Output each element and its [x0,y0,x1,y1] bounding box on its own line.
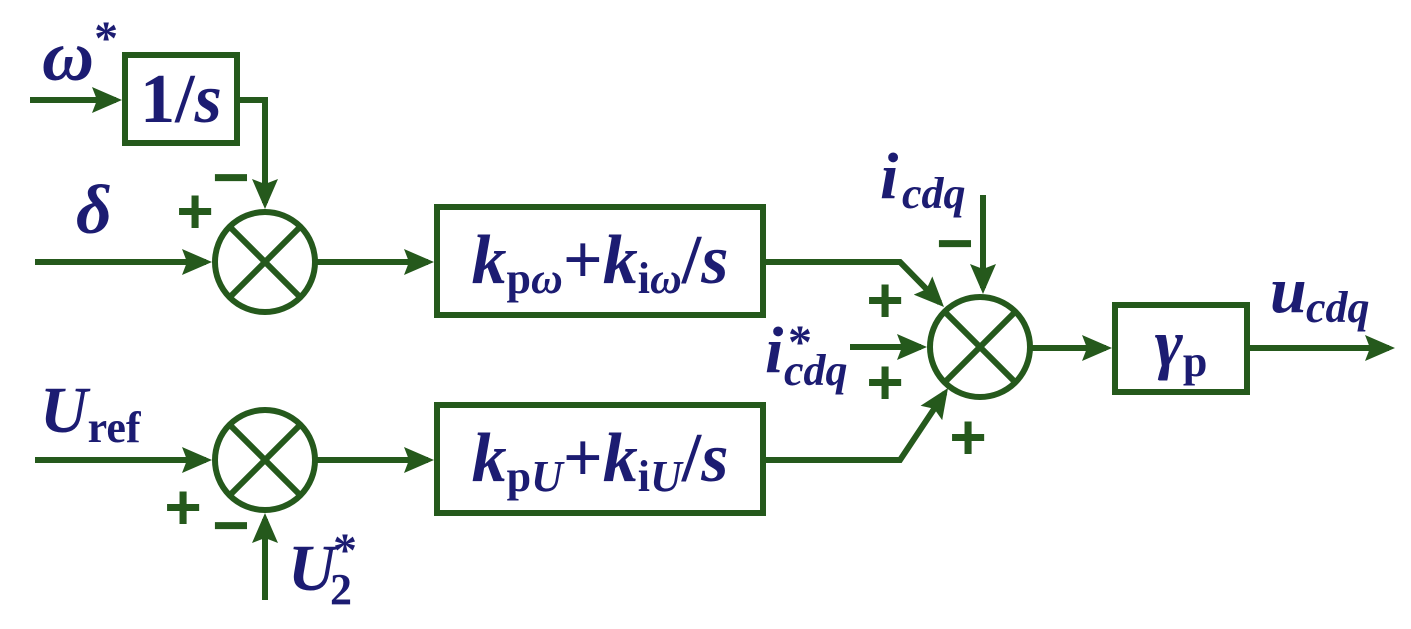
voltage-error-junction [212,407,318,513]
junction-cross-line [227,224,303,300]
gain-label: γp [1155,305,1208,386]
pi-omega-block: kpω+kiω/s [434,204,766,318]
integrator-numerator: 1/ [140,61,196,138]
pi-omega-slash: / [681,222,703,299]
pi-u-s: s [700,420,728,497]
pi-u-ki-sub-i: i [638,452,650,501]
current-sum-i-cdq-ref-sign: + [866,346,903,418]
pi-u-kp-sub-p: p [507,452,531,501]
pi-omega-kp: k [472,222,507,299]
pi-u-box [434,402,766,516]
i-cdq-symbol: i [880,140,899,213]
u-cdq-subscript: cdq [1306,283,1370,332]
pi-omega-ki-sub-i: i [638,254,650,303]
pi-omega-box [434,204,766,318]
current-sum-pi-u-sign: + [949,401,986,473]
u2-ref-symbol: U [288,532,339,605]
u-ref-symbol: U [40,374,91,447]
gain-block: γp [1112,302,1250,395]
pi-u-ki-sub-var: U [650,452,684,501]
i-cdq-label: icdq [880,140,966,218]
u2-ref-subscript: 2 [330,565,352,614]
u-cdq-symbol: u [1270,254,1307,327]
junction-cross-line [227,422,303,498]
junction-cross-line [942,309,1018,385]
pi-u-slash: / [681,420,703,497]
junction-signs: + − + − + − + + [164,141,986,561]
gain-box [1112,302,1250,395]
pi-omega-output-wire [763,259,944,307]
i-cdq-ref-label: i*cdq [765,314,848,395]
omega-ref-label: ω* [42,12,118,96]
angle-error-junction [212,209,318,315]
u2-ref-label: U2* [288,524,357,614]
signal-labels: ω* δ Uref U2* icdq i*cdq ucdq [40,12,1370,614]
angle-error-integrator-sign: − [212,141,249,213]
signal-wires [30,87,1395,600]
pi-u-plus: + [563,420,603,497]
i-cdq-ref-symbol: i [765,314,784,387]
pi-u-output-wire [763,388,949,463]
pi-omega-ki-sub-var: ω [650,254,682,303]
pi-u-ki: k [603,420,638,497]
integrator-block: 1/s [122,52,240,146]
pi-u-label: kpU+kiU/s [472,420,729,501]
pi-omega-ki: k [603,222,638,299]
integrator-box [122,52,240,146]
integrator-variable: s [194,61,222,138]
integrator-label: 1/s [140,61,222,138]
pi-omega-plus: + [563,222,603,299]
omega-ref-symbol: ω [42,16,94,96]
gain-subscript: p [1183,337,1207,386]
current-sum-i-cdq-sign: − [936,207,973,279]
gain-symbol: γ [1155,305,1184,381]
i-cdq-ref-superscript: * [788,316,812,369]
u-ref-label: Uref [40,374,142,452]
u-cdq-label: ucdq [1270,254,1370,332]
pi-u-kp-sub-var: U [531,452,565,501]
pi-u-block: kpU+kiU/s [434,402,766,516]
omega-ref-superscript: * [94,12,118,65]
integrator-output-wire [237,97,278,209]
pi-u-kp: k [472,420,507,497]
voltage-error-u2-ref-sign: − [212,489,249,561]
current-sum-junction [927,294,1033,400]
pi-omega-kp-sub-p: p [507,254,531,303]
pi-omega-s: s [700,222,728,299]
delta-label: δ [76,172,112,249]
angle-error-delta-sign: + [176,175,213,247]
pi-omega-label: kpω+kiω/s [472,222,729,303]
u-ref-subscript: ref [88,403,142,452]
i-cdq-ref-subscript: cdq [784,346,848,395]
voltage-error-u-ref-sign: + [164,471,201,543]
u2-ref-superscript: * [333,524,357,577]
i-cdq-subscript: cdq [902,169,966,218]
current-sum-pi-omega-sign: + [866,264,903,336]
pi-omega-kp-sub-var: ω [531,254,563,303]
